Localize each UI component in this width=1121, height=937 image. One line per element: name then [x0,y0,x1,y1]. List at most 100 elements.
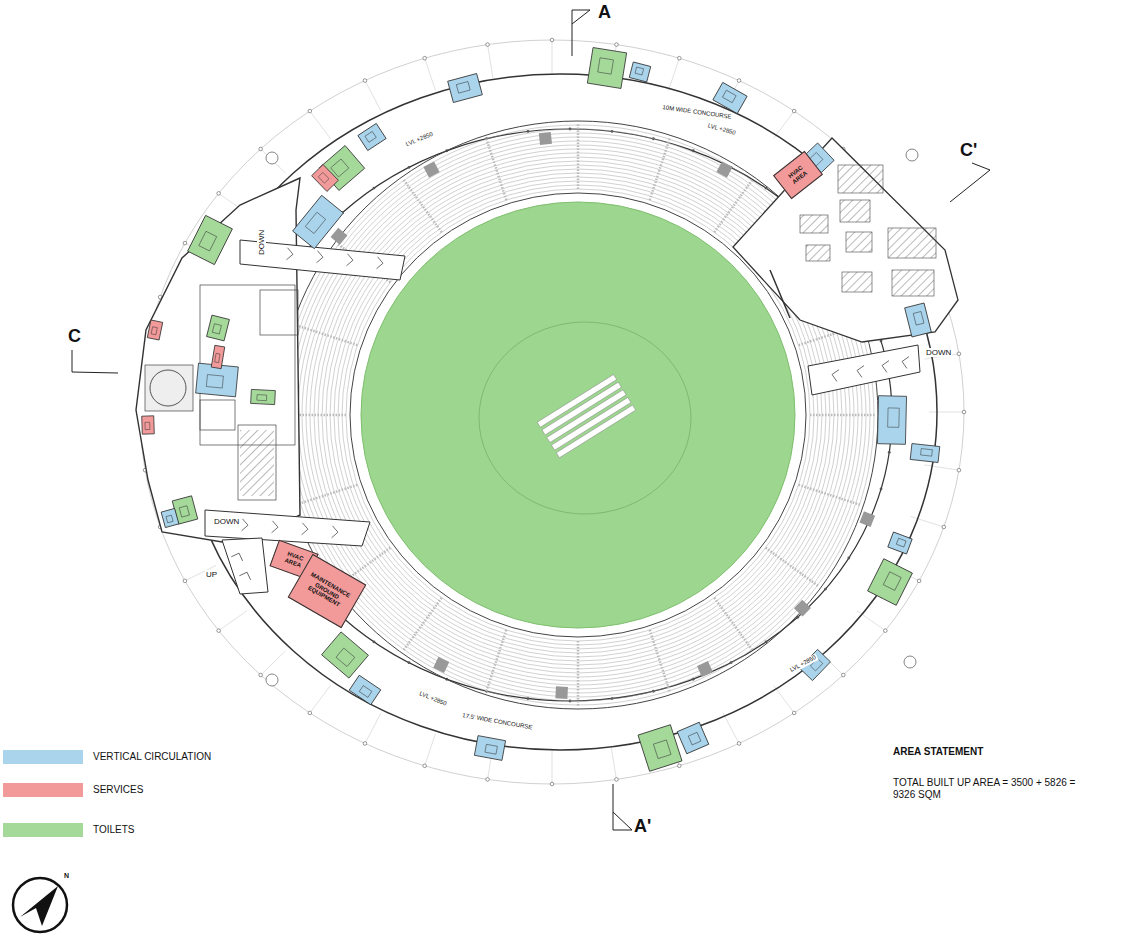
ramp-label: DOWN [213,517,240,526]
room-detail [257,395,267,401]
stair-core [888,532,912,554]
column-dot [486,778,490,782]
column-dot [217,192,221,196]
aisle [577,123,580,189]
survey-point [266,674,278,686]
room-detail [166,515,173,523]
room-detail [336,648,355,666]
stair-core [293,195,344,248]
gate-block [716,161,732,177]
core-rooms [142,48,940,772]
room-detail [635,67,644,75]
room-fill [349,675,381,704]
room [260,290,298,335]
toilet-block [322,632,369,678]
room-detail [722,90,736,102]
ramp-chevron [272,521,279,533]
ramp-chevron [856,365,864,378]
column-dot [486,43,490,47]
survey-point [906,149,918,161]
room-detail [456,82,470,94]
column-dot [550,38,554,42]
compass-arrow [20,886,58,926]
stair-core [677,722,709,754]
stair-core [713,82,747,113]
grid-line [924,465,959,470]
room [200,400,235,430]
room-fill [474,736,505,761]
column-dot [527,130,530,133]
room-detail [145,422,150,429]
column-dot [957,468,961,472]
aisle [714,598,753,651]
ramp-chevron [346,254,353,266]
toilet-block [188,215,233,264]
aisle [403,598,442,651]
grid-line [261,651,286,675]
room-fill [207,315,230,341]
aisle [766,548,819,587]
ramp-outline [222,538,268,594]
stair-core [877,396,906,445]
room-fill [677,722,709,754]
column-dot [308,711,312,715]
column-dot [423,764,427,768]
grid-line [219,611,247,631]
column-dot [615,778,619,782]
grid-line [552,40,553,74]
column-dot [737,79,741,83]
grid-line [723,713,739,743]
service-room [142,416,155,434]
block-outline [136,178,300,545]
service-room [211,345,224,368]
seat-row [346,189,810,641]
column-dot [363,79,367,83]
stair-core [448,73,483,102]
room-fill [358,123,386,150]
parking-bay [800,215,828,233]
room-fill [877,396,906,445]
grid-line [310,111,331,139]
column-dot [957,352,961,356]
block-outline [733,138,958,342]
ramp [222,538,268,594]
column-dot [824,588,827,591]
ramp-chevron [239,570,252,580]
concourse-label: 17.5' WIDE CONCOURSE [461,712,534,731]
north-label: N [64,872,69,880]
room-detail [331,159,349,177]
west-block [136,178,300,545]
room-fill [448,73,483,102]
level-label: LVL +2850 [706,122,737,137]
column-dot [259,673,263,677]
gate-block [433,657,449,673]
section-marker [613,784,632,830]
aisle [650,137,670,200]
room-detail [688,732,701,745]
room-detail [199,231,217,251]
room-fill [188,215,233,264]
aisle [650,630,670,693]
room-detail [896,538,906,547]
ramp-chevron [242,519,249,531]
section-letter: C [68,326,81,347]
column-dot [408,166,411,169]
wall [770,270,790,318]
room-detail [179,506,189,517]
room-fill [293,195,344,248]
section-marker [950,163,990,202]
legend-swatch [3,783,83,797]
service-room [312,165,339,192]
column-dot [792,109,796,113]
compass-ring [13,878,67,932]
gate-block [539,132,552,145]
column-dot [183,579,187,583]
room-detail [212,324,221,334]
column-dot [183,241,187,245]
column-dot [678,764,682,768]
seat-row [350,193,806,637]
column-dot [917,579,921,583]
section-marker [72,350,118,373]
room-detail [913,312,924,326]
